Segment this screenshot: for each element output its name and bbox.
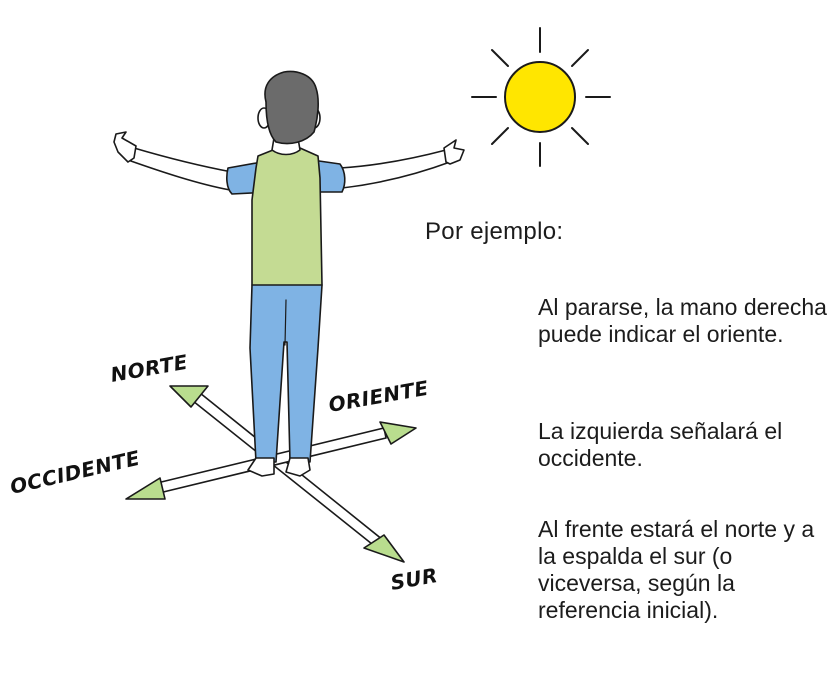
label-occidente: OCCIDENTE xyxy=(8,446,143,499)
left-shoe xyxy=(247,457,275,477)
label-sur: SUR xyxy=(389,563,440,595)
right-shoe xyxy=(285,457,311,477)
south-arrowhead xyxy=(363,534,405,563)
east-arrowhead xyxy=(379,421,417,445)
paragraph-front-back: Al frente estará el norte y a la espalda… xyxy=(538,516,815,623)
right-arm xyxy=(339,149,451,189)
north-arrowhead xyxy=(169,385,209,408)
sun-icon xyxy=(471,27,611,167)
paragraph-left-hand: La izquierda señalará el occidente. xyxy=(538,418,783,471)
west-arrowhead xyxy=(125,477,166,500)
pants xyxy=(249,284,323,463)
hair xyxy=(264,70,319,145)
paragraph-right-hand: Al pararse, la mano derecha puede indica… xyxy=(538,294,827,347)
left-hand xyxy=(113,131,137,163)
person-figure xyxy=(113,70,465,477)
sun-disc xyxy=(504,61,576,133)
label-oriente: ORIENTE xyxy=(327,376,431,417)
shirt xyxy=(251,147,323,290)
label-norte: NORTE xyxy=(109,350,190,387)
right-hand xyxy=(443,139,465,165)
left-arm xyxy=(127,147,233,191)
intro-text: Por ejemplo: xyxy=(425,218,564,245)
